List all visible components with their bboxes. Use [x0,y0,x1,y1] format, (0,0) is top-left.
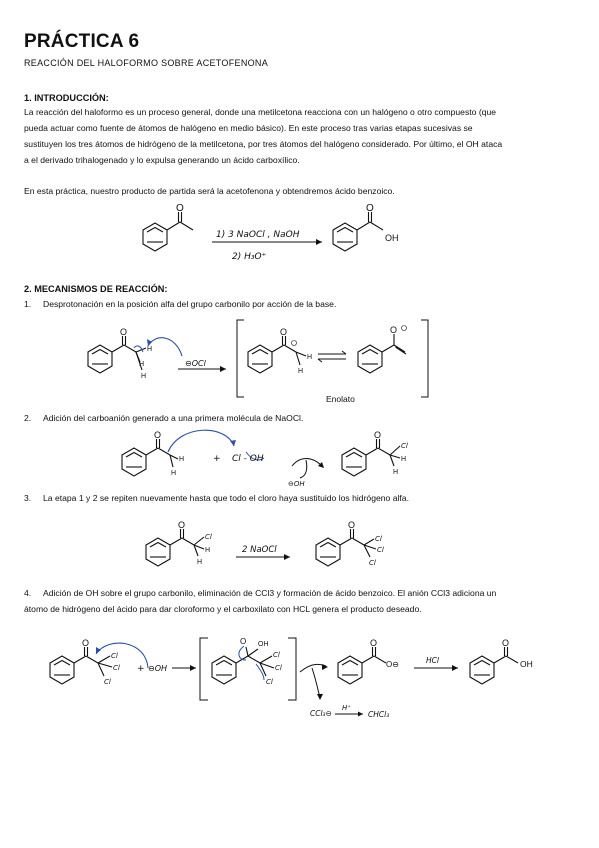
reagent-line-2: 2) H₃O⁺ [232,252,267,262]
step-4-num: 4. [24,588,32,598]
intro-line-1: La reacción del haloformo es un proceso … [24,107,497,117]
s4-bracket-left [199,637,208,701]
s3-o-label: O [178,520,185,530]
s4-chcl3: CHCl₃ [368,710,389,719]
step-3: 3. La etapa 1 y 2 se repiten nuevamente h… [24,490,580,506]
step-3-num: 3. [24,493,32,503]
s4-oh-attack: ⊖OH [148,664,167,673]
s3-prod-cl-3: Cl [369,559,376,567]
reagent-line-1: 1) 3 NaOCl , NaOH [216,230,300,240]
s2-prod-cl-label: Cl [401,442,408,450]
s4-curved-arrow [95,642,149,669]
s1-h-label-2: H [139,361,144,368]
s4-hcl: HCl [426,656,440,665]
acetophenone-structure [142,212,194,252]
s2-prod-o-label: O [374,430,381,440]
s4-cl-2: Cl [113,664,120,672]
page-subtitle: REACCIÓN DEL HALOFORMO SOBRE ACETOFENONA [24,58,269,68]
s4-int-oh: OH [258,641,269,648]
s2-curved-arrow [167,429,235,453]
s1-int-o-label: O [280,327,287,337]
step-1-text: Desprotonación en la posición alfa del g… [43,299,337,309]
s1-o-label: O [120,327,127,337]
intro-line-3: sustituyen los tres átomos de hidrógeno … [24,139,503,149]
s1-h-label-3: H [141,373,146,380]
s4-int-cl-2: Cl [275,664,282,672]
step-4-text: Adición de OH sobre el grupo carbonilo, … [43,588,497,598]
s3-h-label-1: H [205,547,210,554]
s2-o-label: O [154,430,161,440]
step-3-text: La etapa 1 y 2 se repiten nuevamente has… [43,493,409,503]
intro-paragraph: La reacción del haloformo es un proceso … [24,104,580,168]
s2-curved-arrow-2 [245,451,265,461]
s4-int-arrow-1 [238,645,247,661]
s4-bracket-right [288,637,297,701]
section-heading-mechanism: 2. MECANISMOS DE REACCIÓN: [24,284,168,294]
s4-ccl3: CCl₃⊖ [310,709,332,718]
practice-line: En esta práctica, nuestro producto de pa… [24,186,395,196]
s3-reagent: 2 NaOCl [242,545,277,555]
step-1-num: 1. [24,299,32,309]
s4-final-o: O [502,638,509,648]
enolato-label: Enolato [326,394,355,404]
s3-prod-o-label: O [348,520,355,530]
s4-carbox-o-minus: O⊖ [386,660,399,669]
s4-int-o-minus: O [240,637,246,646]
s2-h-label-1: H [179,456,184,463]
s4-int-arrow-2 [255,663,265,681]
s1-int-h-label-2: H [298,368,303,375]
step-4-text-line-2: átomo de hidrógeno del ácido para dar cl… [24,604,422,614]
s2-h-label-2: H [171,470,176,477]
s1-enol-o-label: O [390,325,397,335]
step-2: 2. Adición del carboanión generado a una … [24,410,580,426]
benzoic-o-label: O [366,203,374,214]
s3-h-label-2: H [197,559,202,566]
s3-prod-cl-2: Cl [377,546,384,554]
s4-cl-3: Cl [104,678,111,686]
step-1: 1. Desprotonación en la posición alfa del… [24,296,580,312]
s2-prod-h-label-2: H [393,469,398,476]
step-4: 4. Adición de OH sobre el grupo carbonilo… [24,585,580,617]
s1-int-h-label-1: H [307,354,312,361]
s1-bracket-right [421,319,429,398]
step-2-num: 2. [24,413,32,423]
s2-arrow [291,458,323,467]
s2-cl-oh: Cl - OH [232,454,264,464]
s3-prod-cl-1: Cl [375,535,382,543]
intro-line-4: a el derivado trihalogenado y lo expulsa… [24,155,300,165]
benzoic-acid-structure [332,212,384,252]
s1-h-label-1: H [147,346,152,353]
benzoic-oh-label: OH [385,233,399,243]
s3-cl-label: Cl [205,533,212,541]
step-2-text: Adición del carboanión generado a una pr… [43,413,304,423]
s1-curved-arrow-2 [133,345,144,353]
s4-o-label: O [82,638,89,648]
s1-bracket-left [236,319,244,398]
section-heading-intro: 1. INTRODUCCIÓN: [24,93,109,103]
s4-int-cl-1: Cl [273,651,280,659]
s2-plus: + [213,454,221,464]
s2-prod-h-label-1: H [401,456,406,463]
s4-plus: + [137,664,145,674]
s4-carbox-o: O [370,638,377,648]
s2-oh-minus: ⊖OH [288,480,305,488]
s1-ocl-label: ⊖OCl [185,359,207,368]
s4-hplus: H⁺ [342,704,351,712]
s4-int-cl-3: Cl [266,678,273,686]
s4-final-oh: OH [520,659,533,669]
page-title: PRÁCTICA 6 [24,31,140,52]
s4-cl-1: Cl [111,652,118,660]
intro-line-2: pueda actuar como fuente de átomos de ha… [24,123,473,133]
acetophenone-o-label: O [176,203,184,214]
